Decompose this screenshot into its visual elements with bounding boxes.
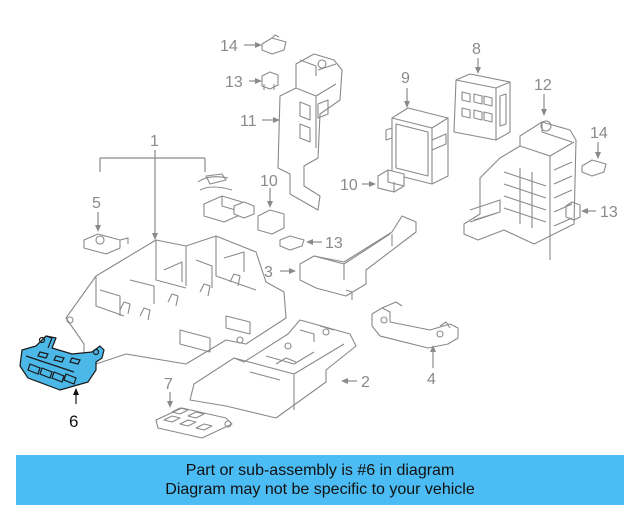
callout-6-highlighted: 6 [69, 412, 78, 431]
callout-13-center: 13 [325, 235, 343, 252]
part-10-harness-relay: 10 [197, 173, 285, 235]
callout-13-top: 13 [225, 74, 243, 91]
part-5-bracket: 5 [83, 195, 129, 255]
info-banner: Part or sub-assembly is #6 in diagram Di… [16, 455, 624, 505]
callout-9: 9 [401, 70, 410, 87]
callout-2: 2 [361, 374, 370, 391]
callout-10-center: 10 [260, 173, 278, 190]
part-4-bracket: 4 [371, 301, 459, 388]
part-14-right: 14 [581, 125, 608, 177]
parts-diagram: 14 13 11 8 9 [19, 34, 618, 439]
part-7-plate: 7 [155, 376, 233, 439]
callout-5: 5 [92, 195, 101, 212]
callout-10-right: 10 [340, 177, 358, 194]
callout-3: 3 [264, 264, 273, 281]
part-1-leaders: 1 [99, 133, 206, 240]
banner-line-2: Diagram may not be specific to your vehi… [165, 481, 475, 498]
callout-13-right: 13 [600, 204, 618, 221]
callout-7: 7 [164, 376, 173, 393]
part-2-tray: 2 [189, 319, 370, 419]
part-1-housing [65, 235, 287, 365]
part-10-relay: 10 [340, 169, 405, 194]
part-12-fuse-block: 12 [463, 77, 577, 260]
part-11-bracket: 11 [240, 53, 343, 211]
banner-line-1: Part or sub-assembly is #6 in diagram [185, 462, 455, 479]
callout-14-top: 14 [220, 38, 238, 55]
callout-1: 1 [150, 133, 159, 150]
part-13-center: 13 [279, 235, 343, 252]
part-13-top: 13 [225, 71, 279, 91]
part-8-relay-box: 8 [453, 41, 511, 141]
part-14-top: 14 [220, 34, 287, 55]
callout-14-right: 14 [590, 125, 608, 142]
callout-8: 8 [472, 41, 481, 58]
callout-4: 4 [427, 371, 436, 388]
part-9-module: 9 [385, 70, 449, 185]
part-3-cover: 3 [264, 215, 417, 300]
part-13-right: 13 [565, 201, 618, 221]
callout-11: 11 [240, 113, 257, 130]
part-6-highlighted: 6 [19, 335, 105, 431]
callout-12: 12 [534, 77, 552, 94]
